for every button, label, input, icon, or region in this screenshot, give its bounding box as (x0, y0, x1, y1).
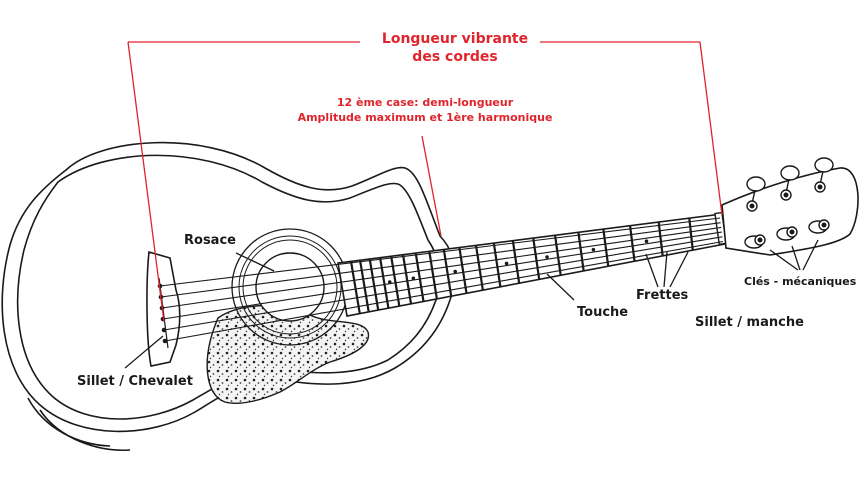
nut-label: Sillet / manche (695, 315, 804, 330)
string-3 (161, 226, 722, 309)
tuner-hole-1 (749, 203, 755, 209)
tuner-button-3 (814, 157, 834, 173)
fret-marker (644, 239, 649, 244)
scale-length-bracket (127, 41, 723, 323)
fret-marker (411, 276, 416, 281)
fret-20 (349, 261, 361, 314)
string-4 (162, 231, 722, 320)
scale-length-line1: Longueur vibrante (381, 31, 529, 47)
fret-11 (458, 247, 468, 294)
annotation-lines (124, 41, 819, 369)
frets-label: Frettes (636, 288, 689, 303)
fret-marker (504, 261, 509, 266)
fret-18 (368, 258, 380, 311)
guitar-body (1, 141, 456, 451)
fret-19 (358, 260, 370, 313)
saddle-label: Sillet / Chevalet (77, 374, 193, 389)
headstock (721, 167, 859, 256)
tuner-button-2 (780, 165, 800, 181)
soundhole-label: Rosace (184, 233, 236, 248)
fret-10 (474, 245, 484, 291)
twelfth-fret-label: 12 ème case: demi-longueur Amplitude max… (250, 95, 600, 125)
tuner-hole-3 (817, 184, 823, 190)
tuner-button-1 (746, 176, 766, 192)
fret-6 (553, 235, 562, 276)
frets (349, 218, 694, 314)
string-1 (159, 217, 721, 287)
fret-marker (545, 255, 549, 259)
fret-marker (453, 269, 458, 274)
fret-5 (577, 232, 585, 272)
fret-12 (442, 249, 453, 297)
tuners-label: Clés - mécaniques (744, 275, 857, 288)
fret-15 (401, 254, 413, 304)
fret-9 (492, 242, 502, 287)
string-2 (160, 222, 721, 298)
fret-14 (414, 252, 425, 302)
string-5 (163, 236, 723, 331)
twelfth-fret-line1: 12 ème case: demi-longueur (336, 96, 514, 109)
bridge (146, 250, 181, 367)
tuner-hole-4 (757, 237, 763, 243)
fret-16 (390, 256, 401, 307)
fret-4 (602, 228, 610, 267)
fret-markers (387, 239, 649, 284)
callout-leaders (124, 239, 819, 369)
fret-2 (657, 221, 664, 257)
fret-1 (688, 218, 694, 251)
tuner-hole-5 (789, 229, 795, 235)
strings (159, 217, 724, 342)
fingerboard-label: Touche (577, 305, 629, 320)
fret-17 (378, 257, 390, 309)
fret-marker (591, 247, 596, 252)
tuner-hole-2 (783, 192, 789, 198)
scale-length-line2: des cordes (412, 49, 498, 65)
twelfth-fret-line2: Amplitude maximum et 1ère harmonique (297, 111, 553, 124)
fret-8 (511, 240, 521, 284)
string-6 (164, 240, 724, 342)
tuning-pegs (744, 157, 834, 249)
scale-length-label: Longueur vibrante des cordes (330, 30, 580, 66)
tuner-hole-6 (821, 222, 827, 228)
fret-13 (428, 251, 438, 300)
fret-3 (629, 225, 636, 262)
fret-marker (387, 280, 392, 284)
fret-7 (532, 237, 541, 280)
